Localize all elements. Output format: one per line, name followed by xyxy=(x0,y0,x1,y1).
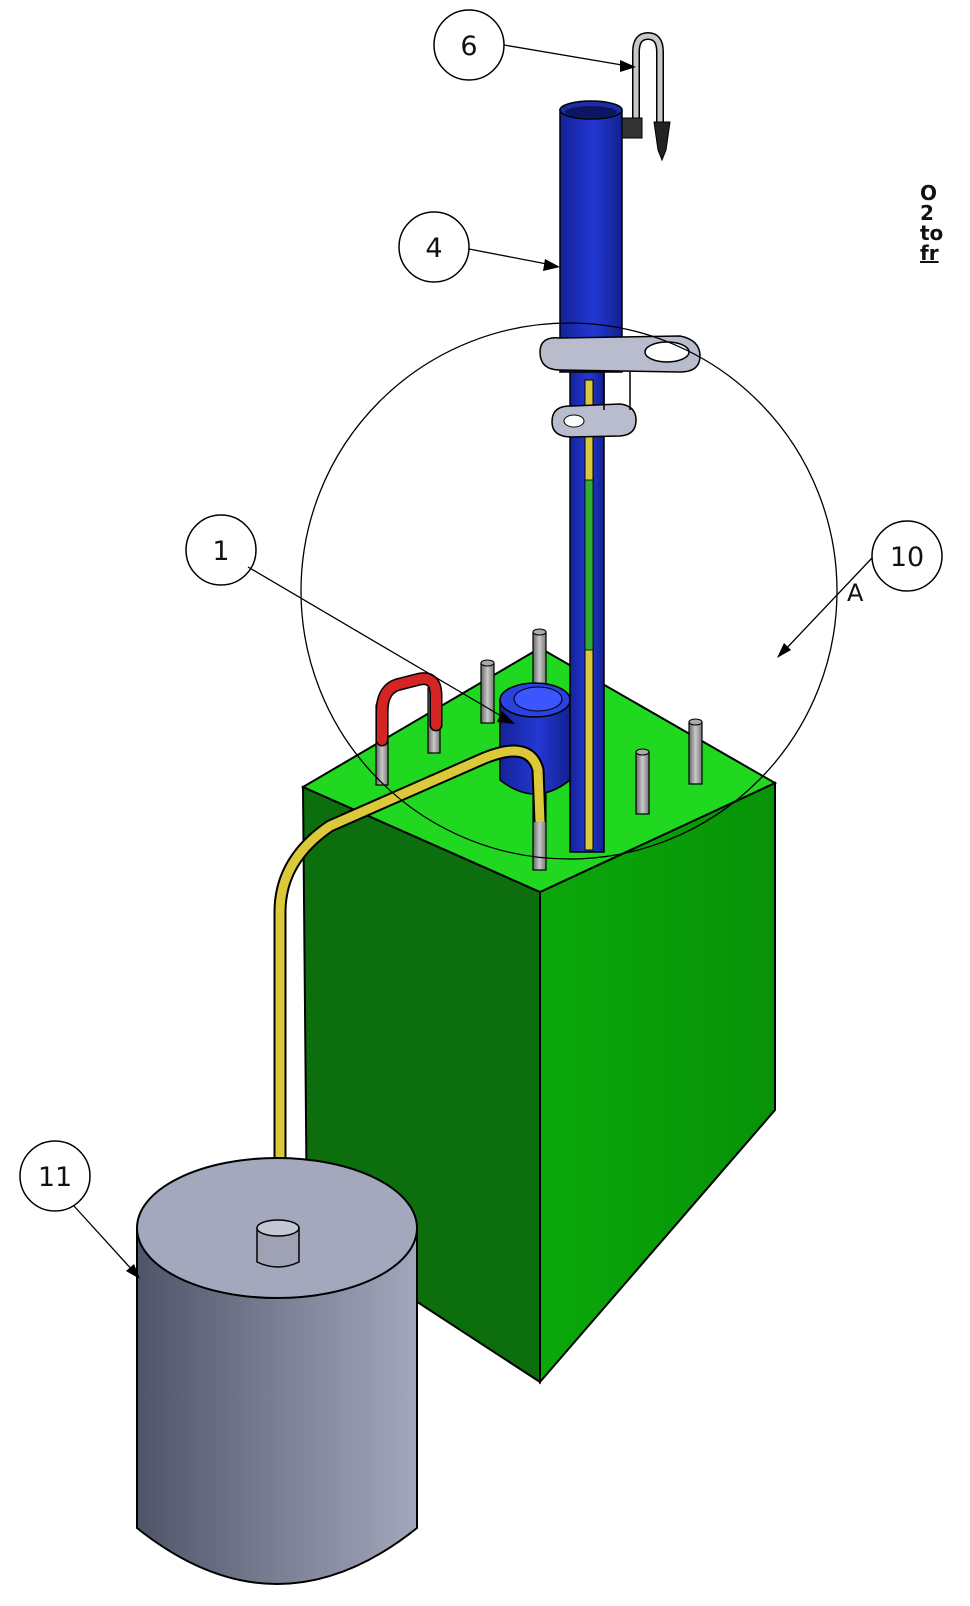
balloon-10-label: 10 xyxy=(890,542,924,573)
post xyxy=(688,721,703,785)
balloon-1-label: 1 xyxy=(212,536,229,567)
note-line-4: fr xyxy=(920,241,939,263)
balloon-1: 1 xyxy=(185,514,515,724)
balloon-4-label: 4 xyxy=(425,233,442,264)
canister-1 xyxy=(499,682,571,795)
balloon-6-label: 6 xyxy=(460,31,477,62)
balloon-6: 6 xyxy=(433,9,636,81)
post xyxy=(480,662,495,724)
detail-circle-a xyxy=(300,322,838,860)
probe-6 xyxy=(621,31,671,162)
drum-11 xyxy=(136,1157,418,1585)
note-text: O 2 to fr xyxy=(920,183,970,263)
note-line-3: to xyxy=(920,221,944,245)
note-line-1: O xyxy=(920,183,938,205)
note-line-2: 2 xyxy=(920,201,934,225)
balloon-11-label: 11 xyxy=(38,1162,72,1193)
balloon-11: 11 xyxy=(19,1140,140,1279)
column-4 xyxy=(539,100,701,853)
clamp-bracket-lower xyxy=(551,403,637,438)
post xyxy=(635,751,650,815)
balloon-4: 4 xyxy=(398,211,560,283)
balloon-10: 10 xyxy=(777,520,943,658)
detail-label: A xyxy=(847,579,864,607)
